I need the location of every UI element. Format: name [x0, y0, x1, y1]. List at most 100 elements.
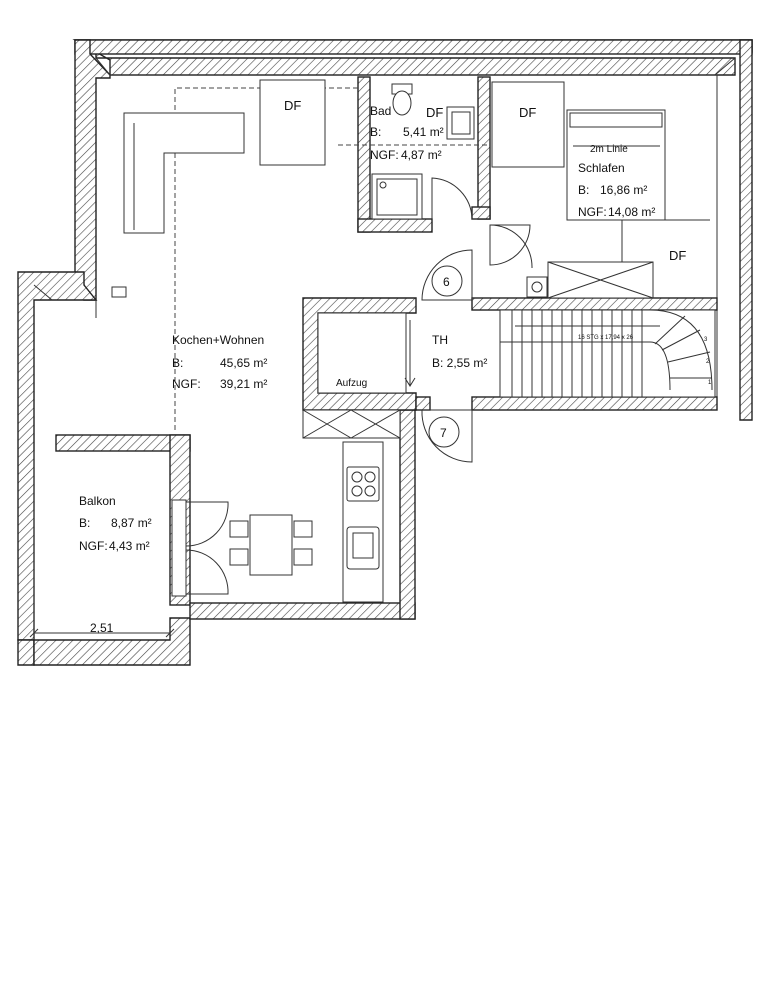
stair-step-r4	[654, 315, 686, 345]
door-7-number: 7	[440, 426, 447, 440]
skylight-living	[259, 79, 326, 166]
bed	[566, 109, 666, 221]
shower-tray	[376, 178, 418, 216]
shower-drain	[379, 181, 387, 189]
roof-wall-top-band	[74, 39, 753, 55]
living-ngf-label: NGF:	[172, 377, 201, 391]
bath-bottom-wall	[357, 218, 433, 233]
wardrobe-x-b	[547, 261, 654, 299]
stair-area	[499, 309, 716, 398]
roof-wall-left	[74, 39, 111, 301]
bedroom-name: Schlafen	[578, 161, 625, 175]
chair-1	[229, 520, 249, 538]
washer	[526, 276, 548, 298]
balcony-name: Balkon	[79, 494, 116, 508]
bedroom-b-value: 16,86 m²	[600, 183, 647, 197]
roof-eave-diagonal-right	[714, 57, 736, 76]
stair-curve-outer	[649, 309, 713, 391]
bedroom-ngf-label: NGF:	[578, 205, 607, 219]
kitchen-bottom-wall	[189, 602, 416, 620]
chair-2	[229, 548, 249, 566]
hall-arrow-head	[404, 377, 416, 387]
door-7-swing	[421, 409, 473, 463]
burner-3	[351, 485, 363, 497]
bath-right-wall	[477, 76, 491, 220]
dimension-tick-left	[29, 628, 39, 638]
stair-bottom-wall	[471, 396, 718, 411]
roof-eave-diagonal-left	[95, 57, 111, 76]
skylight-bedroom	[491, 81, 565, 168]
kitchen-counter	[342, 441, 384, 603]
bedroom	[489, 109, 710, 299]
staircase	[499, 309, 716, 398]
elevator-name: Aufzug	[336, 378, 367, 389]
chair-4	[293, 548, 313, 566]
balcony-ngf-value: 4,43 m²	[109, 539, 150, 553]
stair-step-1: 1	[708, 380, 712, 386]
living-name: Kochen+Wohnen	[172, 333, 264, 347]
df-label-living: DF	[284, 98, 301, 113]
stair-treads	[511, 310, 643, 397]
kitchen-right-wall	[399, 409, 416, 620]
stair-step-3: 3	[704, 337, 708, 343]
door-6-marker	[431, 265, 463, 297]
roof-wall-right	[739, 39, 753, 421]
dimension-tick-right	[165, 628, 175, 638]
burner-1	[351, 471, 363, 483]
bedroom-note: 2m Linie	[590, 144, 628, 155]
dimension-label: 2,51	[90, 621, 114, 635]
stair-curve-inner	[649, 341, 671, 391]
hall-doors	[404, 249, 473, 463]
chimney-small	[111, 286, 127, 298]
bedroom-door-arc	[489, 224, 533, 269]
balcony	[29, 434, 229, 666]
door-6-swing	[421, 249, 473, 301]
stairs-label: 16 STG x 17,94 x 26	[578, 335, 634, 341]
skylights	[259, 79, 565, 168]
left-eave-diagonal	[33, 284, 53, 301]
hall-b-value: B: 2,55 m²	[432, 356, 487, 370]
washer-drum	[531, 281, 543, 293]
bath-b-value: 5,41 m²	[403, 125, 444, 139]
living-b-label: B:	[172, 356, 183, 370]
outer-walls	[17, 39, 753, 666]
door-7-marker	[428, 416, 460, 448]
balcony-door-frame	[171, 499, 187, 597]
balcony-ngf-label: NGF:	[79, 539, 108, 553]
stair-step-r3	[661, 329, 701, 351]
interior-walls	[189, 76, 718, 620]
toilet-bowl	[392, 90, 412, 116]
hall-bottom-wall	[415, 396, 431, 411]
cooktop	[346, 466, 380, 502]
balcony-b-value: 8,87 m²	[111, 516, 152, 530]
storage-x-d	[350, 409, 401, 439]
chair-3	[293, 520, 313, 538]
bed-headboard	[569, 112, 663, 128]
burner-2	[364, 471, 376, 483]
storage-block	[302, 409, 401, 439]
stair-top-wall	[471, 297, 718, 311]
df-label-bedroom-top: DF	[519, 105, 536, 120]
left-side-wall	[17, 271, 98, 641]
bath-name: Bad	[370, 104, 391, 118]
living-b-value: 45,65 m²	[220, 356, 267, 370]
stair-step-2: 2	[706, 359, 710, 365]
storage-x-b	[302, 409, 352, 439]
living-furniture	[123, 112, 384, 603]
df-label-bedroom-right: DF	[669, 248, 686, 263]
hall-name: TH	[432, 333, 448, 347]
stair-step-r2	[667, 351, 711, 363]
labels: DF DF DF DF Bad B: 5,41 m² NGF: 4,87 m² …	[79, 98, 712, 635]
left-side-wall-lower	[17, 639, 35, 666]
burner-4	[364, 485, 376, 497]
bath-door-swing	[431, 177, 473, 220]
balcony-b-label: B:	[79, 516, 90, 530]
bath-ngf-value: 4,87 m²	[401, 148, 442, 162]
balcony-door-swing-bottom	[185, 549, 229, 595]
balcony-door-swing-top	[185, 501, 229, 547]
living-ngf-value: 39,21 m²	[220, 377, 267, 391]
bedroom-door-swing	[489, 224, 531, 266]
bath-left-wall	[357, 76, 371, 233]
skylight-small-inner	[451, 111, 471, 135]
